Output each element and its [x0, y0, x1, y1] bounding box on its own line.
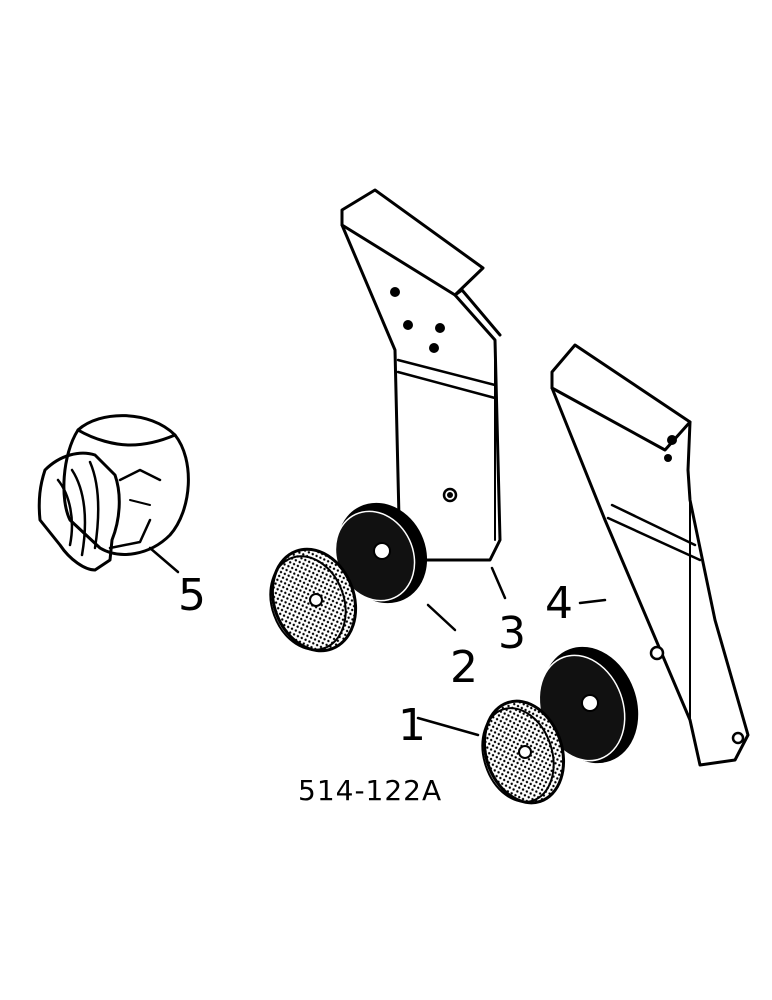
callout-4: 4	[545, 578, 573, 629]
callout-5: 5	[178, 570, 206, 621]
right-reflector-bracket-icon	[550, 343, 750, 767]
electrical-socket-icon	[37, 414, 190, 572]
callout-1: 1	[398, 700, 426, 751]
red-reflector-lens-icon	[269, 547, 358, 653]
leader-lines	[148, 546, 607, 737]
amber-reflector-disc-icon	[334, 502, 428, 604]
red-reflector-lens-lower-icon	[481, 699, 566, 805]
reference-number: 514-122A	[298, 774, 442, 807]
left-reflector-bracket-icon	[340, 188, 502, 562]
amber-reflector-disc-lower-icon	[538, 646, 639, 764]
callout-3: 3	[498, 608, 526, 659]
callout-2: 2	[450, 642, 478, 693]
